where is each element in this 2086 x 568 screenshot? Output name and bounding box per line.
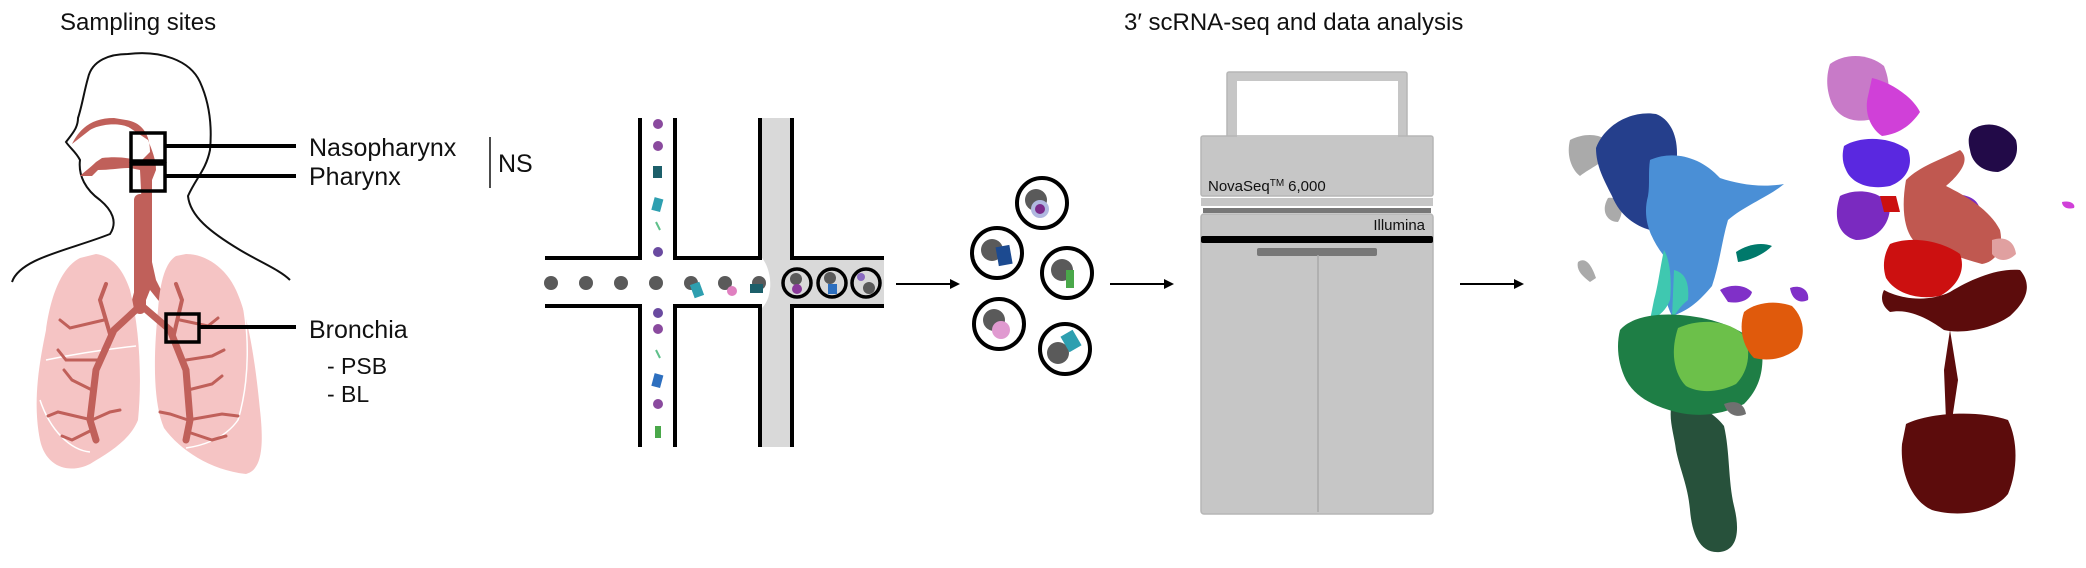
droplet (970, 226, 1024, 280)
sequencer-handle (1257, 248, 1377, 256)
umap-cluster-grey (1568, 135, 1622, 282)
bronchial-tree (46, 194, 240, 444)
umap-cluster-purple (1720, 285, 1809, 303)
umap-cluster-maroon (1882, 269, 2027, 514)
head-outline (11, 52, 291, 283)
sequencer-black-stripe (1201, 236, 1433, 243)
cell-teal (750, 284, 763, 293)
right-lung (154, 254, 262, 474)
sampling-title: Sampling sites (60, 9, 216, 36)
droplet (972, 297, 1026, 351)
ns-group-label: NS (498, 150, 533, 178)
umap-cluster-teal (1650, 250, 1689, 320)
site-label-nasopharynx: Nasopharynx (309, 134, 457, 162)
umap-cluster-dark-green (1670, 403, 1738, 553)
sequencing-title: 3′ scRNA-seq and data analysis (1124, 9, 1463, 36)
sequencer-dark-band (1203, 208, 1431, 213)
droplet (1038, 322, 1092, 376)
umap-cluster-orange (1741, 302, 1803, 360)
channel-walls (545, 118, 884, 447)
umap-cluster-violet (1836, 191, 1980, 240)
umap-cluster-red (1880, 196, 1962, 298)
gem-droplets (970, 176, 1174, 376)
umap-left (1568, 113, 1809, 553)
umap-cluster-dark-navy (1968, 124, 2018, 172)
umap-cluster-dark-teal (1736, 244, 1772, 262)
right-lung-fissure (185, 289, 248, 449)
site-label-bronchia: Bronchia (309, 316, 408, 344)
bronchia-subtype-bl: - BL (327, 381, 369, 407)
sequencer-screen (1237, 81, 1398, 146)
cell-stream (651, 119, 664, 438)
sequencing-panel: 3′ scRNA-seq and data analysis NovaSeqTM… (1124, 9, 1524, 515)
microfluidic-chip (544, 118, 960, 447)
droplet (1040, 246, 1094, 300)
site-label-pharynx: Pharynx (309, 163, 401, 191)
cell-pink (727, 286, 737, 296)
umap-right (1827, 55, 2075, 514)
sequencer-ledge (1201, 198, 1433, 206)
sampling-panel: Sampling sites (11, 9, 533, 474)
umap-cluster-pink (1992, 238, 2016, 260)
umap-cluster-blue-violet (1842, 138, 1910, 188)
cell-t (689, 281, 705, 299)
umap-cluster-magenta (1866, 78, 2075, 209)
droplets-in-outlet (781, 267, 882, 299)
bronchia-subtype-psb: - PSB (327, 353, 387, 379)
umap-cluster-light-green (1673, 321, 1749, 392)
instrument-brand: Illumina (1373, 217, 1425, 234)
meniscus (762, 258, 771, 308)
left-lung-fissure (45, 345, 137, 361)
droplet (1015, 176, 1069, 230)
sequencer-cabinet (1200, 213, 1434, 515)
monitor-base (1237, 136, 1398, 156)
umap-cluster-salmon (1903, 150, 2002, 264)
umap-cluster-dark-grey (1724, 402, 1746, 416)
